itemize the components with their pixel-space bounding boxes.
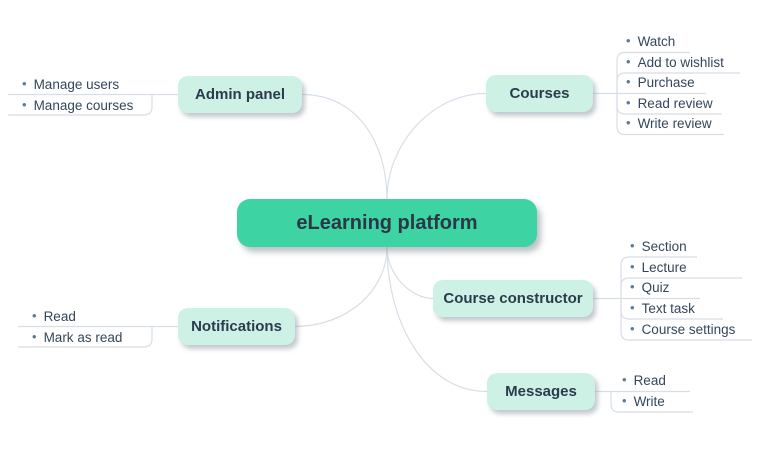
leafline-mark-as-read (18, 326, 153, 348)
bullet-icon: • (630, 259, 635, 274)
leaf-manage-courses[interactable]: • Manage courses (22, 96, 133, 114)
bullet-icon: • (622, 393, 627, 408)
bullet-icon: • (630, 300, 635, 315)
curve-central-to-courses (386, 92, 487, 200)
leaf-messages-write[interactable]: • Write (622, 392, 665, 410)
node-course-constructor[interactable]: Course constructor (433, 280, 593, 317)
leaf-label: Watch (637, 33, 676, 49)
leaf-label: Quiz (641, 279, 670, 295)
leafline-lecture (620, 277, 742, 299)
bullet-icon: • (626, 54, 631, 69)
leaf-manage-users[interactable]: • Manage users (22, 75, 119, 93)
leaf-label: Purchase (637, 74, 695, 90)
leafline-course-settings (620, 298, 752, 341)
bullet-icon: • (626, 115, 631, 130)
bullet-icon: • (630, 238, 635, 253)
node-notifications[interactable]: Notifications (178, 308, 295, 345)
node-central-elearning-platform[interactable]: eLearning platform (237, 199, 537, 247)
leaf-quiz[interactable]: • Quiz (630, 278, 669, 296)
leafline-watch (616, 51, 690, 94)
node-admin-panel[interactable]: Admin panel (178, 76, 302, 113)
leaf-notifications-read[interactable]: • Read (32, 307, 76, 325)
leaf-label: Add to wishlist (637, 54, 724, 70)
leaf-label: Manage courses (33, 97, 134, 113)
leaf-lecture[interactable]: • Lecture (630, 258, 687, 276)
leaf-label: Write review (637, 115, 712, 131)
bullet-icon: • (626, 33, 631, 48)
curve-central-to-course-constructor (386, 246, 434, 300)
bullet-icon: • (626, 95, 631, 110)
leafline-messages-write (610, 391, 693, 413)
leaf-read-review[interactable]: • Read review (626, 94, 713, 112)
leaf-label: Course settings (641, 321, 736, 337)
node-messages[interactable]: Messages (487, 373, 595, 410)
bullet-icon: • (630, 279, 635, 294)
leaf-label: Read review (637, 95, 713, 111)
leaf-label: Text task (641, 300, 695, 316)
leafline-add-to-wishlist (616, 72, 740, 94)
leaf-section[interactable]: • Section (630, 237, 687, 255)
leaf-course-settings[interactable]: • Course settings (630, 320, 735, 338)
bullet-icon: • (626, 74, 631, 89)
leaf-mark-as-read[interactable]: • Mark as read (32, 328, 122, 346)
bullet-icon: • (622, 372, 627, 387)
leafline-write-review (616, 93, 724, 136)
leaf-label: Mark as read (43, 329, 123, 345)
leaf-label: Section (641, 238, 687, 254)
leafline-manage-courses (8, 94, 153, 116)
leafline-section (620, 256, 697, 299)
leaf-label: Manage users (33, 76, 120, 92)
curve-central-to-admin-panel (301, 93, 388, 200)
leaf-messages-read[interactable]: • Read (622, 371, 666, 389)
leaf-label: Lecture (641, 259, 687, 275)
node-courses[interactable]: Courses (486, 75, 593, 112)
leaf-purchase[interactable]: • Purchase (626, 73, 695, 91)
bullet-icon: • (22, 76, 27, 91)
leaf-text-task[interactable]: • Text task (630, 299, 695, 317)
leaf-label: Read (633, 372, 666, 388)
leaf-label: Read (43, 308, 76, 324)
curve-central-to-notifications (293, 246, 388, 328)
leaf-add-to-wishlist[interactable]: • Add to wishlist (626, 53, 724, 71)
bullet-icon: • (32, 308, 37, 323)
bullet-icon: • (32, 329, 37, 344)
leaf-write-review[interactable]: • Write review (626, 114, 712, 132)
leaf-watch[interactable]: • Watch (626, 32, 675, 50)
leaf-label: Write (633, 393, 665, 409)
bullet-icon: • (22, 97, 27, 112)
curve-central-to-messages (386, 246, 488, 393)
bullet-icon: • (630, 321, 635, 336)
